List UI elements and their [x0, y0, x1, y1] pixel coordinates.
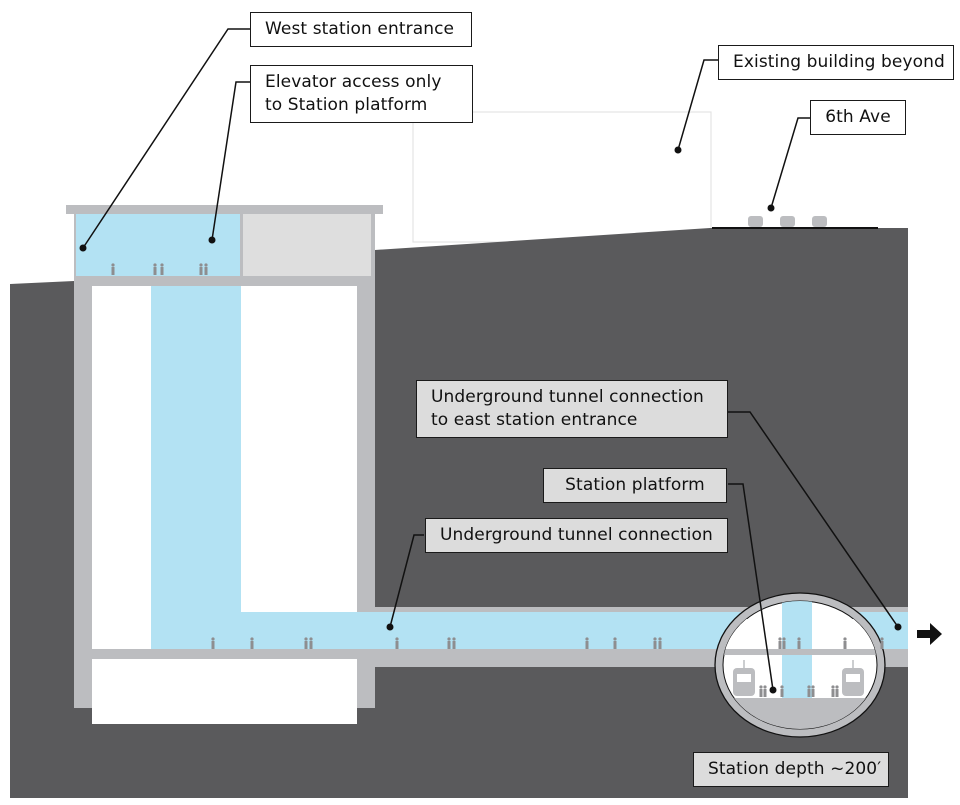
- person-figure: [452, 637, 456, 641]
- person-figure: [211, 641, 215, 649]
- person-figure: [613, 637, 617, 641]
- person-figure: [835, 689, 839, 697]
- person-figure: [211, 637, 215, 641]
- train-left: [733, 660, 755, 696]
- person-figure: [153, 267, 157, 275]
- callout-station-depth: Station depth ~200′: [693, 752, 889, 787]
- person-figure: [797, 641, 801, 649]
- person-figure: [811, 689, 815, 697]
- service-room: [243, 214, 371, 276]
- person-figure: [843, 637, 847, 641]
- mezzanine-slab: [723, 649, 877, 655]
- right-arrow-icon: [917, 623, 942, 645]
- person-figure: [658, 641, 662, 649]
- callout-sixth-ave: 6th Ave: [810, 100, 906, 135]
- person-figure: [447, 641, 451, 649]
- person-figure: [780, 685, 784, 689]
- person-figure: [807, 685, 811, 689]
- person-figure: [778, 637, 782, 641]
- person-figure: [880, 641, 884, 649]
- person-figure: [831, 685, 835, 689]
- person-figure: [613, 641, 617, 649]
- person-figure: [250, 641, 254, 649]
- leader-existing-building: [677, 59, 718, 151]
- person-figure: [452, 641, 456, 649]
- person-figure: [759, 689, 763, 697]
- lower-room: [92, 659, 357, 724]
- leader-west-entrance: [82, 28, 250, 249]
- callout-west-entrance: West station entrance: [250, 12, 472, 47]
- person-figure: [309, 637, 313, 641]
- person-figure: [653, 637, 657, 641]
- person-figure: [782, 637, 786, 641]
- person-figure: [153, 263, 157, 267]
- person-figure: [199, 263, 203, 267]
- person-figure: [653, 641, 657, 649]
- shaft-interior-left: [92, 286, 151, 649]
- tunnel-passage-join: [241, 612, 357, 649]
- callout-elevator-access: Elevator access only to Station platform: [250, 65, 473, 123]
- person-figure: [309, 641, 313, 649]
- person-figure: [395, 637, 399, 641]
- entrance-hall: [76, 214, 240, 276]
- person-figure: [835, 685, 839, 689]
- person-figure: [160, 267, 164, 275]
- leader-station-platform: [728, 483, 774, 691]
- person-figure: [807, 689, 811, 697]
- train-right: [842, 660, 864, 696]
- shaft-interior-right: [241, 286, 357, 612]
- person-figure: [782, 641, 786, 649]
- person-figure: [831, 689, 835, 697]
- person-figure: [585, 641, 589, 649]
- leader-tunnel-connection: [389, 534, 424, 628]
- elevator-shaft: [151, 286, 241, 649]
- person-figure: [111, 263, 115, 267]
- person-figure: [797, 637, 801, 641]
- callout-tunnel-east: Underground tunnel connection to east st…: [416, 380, 728, 438]
- leader-tunnel-east: [728, 411, 899, 628]
- person-figure: [304, 641, 308, 649]
- leader-dots: [79, 146, 902, 694]
- leader-lines: [82, 28, 899, 691]
- person-figure: [843, 641, 847, 649]
- person-figure: [250, 637, 254, 641]
- person-figure: [759, 685, 763, 689]
- person-figure: [763, 685, 767, 689]
- person-figure: [811, 685, 815, 689]
- cars-6th-ave: [748, 216, 827, 227]
- leader-elevator: [211, 81, 250, 241]
- person-figure: [780, 689, 784, 697]
- person-figure: [199, 267, 203, 275]
- person-figure: [880, 637, 884, 641]
- person-figure: [778, 641, 782, 649]
- tunnel-passage-east: [885, 619, 908, 649]
- person-figure: [160, 263, 164, 267]
- person-figure: [304, 637, 308, 641]
- person-figure: [111, 267, 115, 275]
- person-figure: [447, 637, 451, 641]
- roof-slab: [66, 205, 383, 214]
- person-figure: [585, 637, 589, 641]
- callout-existing-building: Existing building beyond: [718, 45, 954, 80]
- existing-building-outline: [412, 111, 712, 243]
- leader-sixth-ave: [770, 117, 810, 209]
- callout-tunnel-connection: Underground tunnel connection: [425, 518, 728, 553]
- callout-station-platform: Station platform: [543, 468, 727, 503]
- person-figure: [204, 267, 208, 275]
- person-figure: [763, 689, 767, 697]
- person-figure: [395, 641, 399, 649]
- person-figure: [658, 637, 662, 641]
- people-figures: [111, 263, 884, 697]
- person-figure: [204, 263, 208, 267]
